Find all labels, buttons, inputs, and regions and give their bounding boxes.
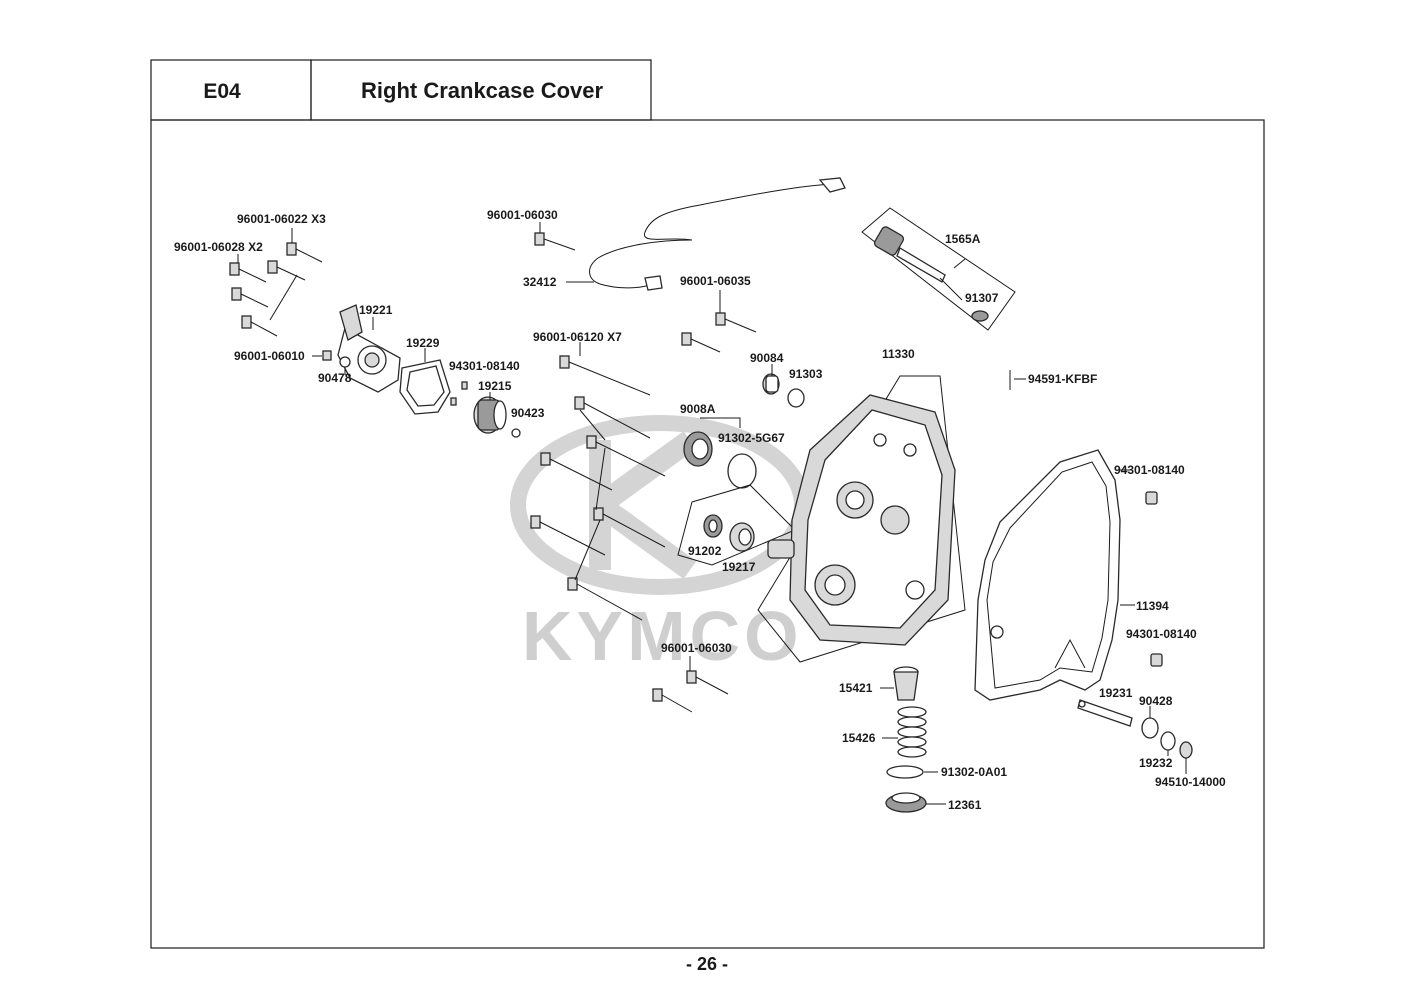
label-32412: 32412: [523, 275, 557, 289]
label-19215: 19215: [478, 379, 512, 393]
bolt-96001-06010: [322, 350, 332, 361]
label-94301-08140-c: 94301-08140: [1126, 627, 1197, 641]
label-11330: 11330: [882, 347, 915, 361]
clip-94510: [1179, 741, 1193, 759]
label-96001-06030-top: 96001-06030: [487, 208, 558, 222]
label-96001-06035: 96001-06035: [680, 274, 751, 288]
section-title: Right Crankcase Cover: [361, 78, 604, 103]
label-96001-06010: 96001-06010: [234, 349, 305, 363]
diagram-frame: [150, 119, 1265, 949]
kymco-watermark: KYMCO: [510, 415, 810, 675]
label-15426: 15426: [842, 731, 876, 745]
washer-19232: [1160, 731, 1176, 751]
label-19217: 19217: [722, 560, 756, 574]
bolts-96001-06120: [530, 342, 666, 621]
page-number: - 26 -: [686, 954, 728, 974]
label-90423: 90423: [511, 406, 545, 420]
strainer-15421: [880, 666, 919, 701]
bolt-96001-06030-top: [534, 222, 576, 251]
dowel-94301-a: [461, 381, 468, 390]
label-90084: 90084: [750, 351, 784, 365]
seal-group-box: [677, 484, 796, 566]
label-19231: 19231: [1099, 686, 1133, 700]
bolt-96001-06030-bottom: [652, 656, 729, 713]
dowel-94301-c: [1150, 653, 1163, 667]
label-12361: 12361: [948, 798, 982, 812]
label-94591-KFBF: 94591-KFBF: [1028, 372, 1097, 386]
dowel-94301-a2: [450, 397, 457, 406]
header: E04 Right Crankcase Cover: [150, 59, 652, 121]
oring-91303: [787, 388, 805, 408]
drain-plug-12361: [885, 792, 946, 813]
label-96001-06022: 96001-06022 X3: [237, 212, 326, 226]
washer-90423: [511, 428, 521, 438]
wire-harness-32412: [566, 177, 846, 291]
plug-90084: [762, 364, 780, 395]
label-9008A: 9008A: [680, 402, 716, 416]
label-94301-08140-b: 94301-08140: [1114, 463, 1185, 477]
shaft-19231: [1077, 699, 1133, 727]
bolt-96001-06035: [681, 290, 757, 353]
label-1565A: 1565A: [945, 232, 981, 246]
label-96001-06030-bottom: 96001-06030: [661, 641, 732, 655]
section-code: E04: [203, 80, 241, 103]
label-91307: 91307: [965, 291, 999, 305]
label-96001-06028: 96001-06028 X2: [174, 240, 263, 254]
label-94301-08140-a: 94301-08140: [449, 359, 520, 373]
crankcase-cover-11330: [757, 375, 966, 663]
label-94510-14000: 94510-14000: [1155, 775, 1226, 789]
label-90428: 90428: [1139, 694, 1173, 708]
spring-15426: [882, 706, 927, 758]
label-96001-06120: 96001-06120 X7: [533, 330, 622, 344]
seal-9008A: [683, 417, 741, 467]
gasket-11394: [974, 449, 1121, 701]
label-91303: 91303: [789, 367, 823, 381]
bolt-96001-06028: [229, 254, 269, 308]
label-91302-0A01: 91302-0A01: [941, 765, 1007, 779]
water-pump-cover-19221: [337, 304, 401, 393]
label-19232: 19232: [1139, 756, 1173, 770]
label-15421: 15421: [839, 681, 873, 695]
washer-90428: [1141, 717, 1159, 739]
gasket-19229: [399, 348, 451, 415]
impeller-19215: [473, 392, 507, 434]
oring-91302-0A01: [886, 765, 924, 779]
label-19221: 19221: [359, 303, 393, 317]
bolt-94591: [1009, 370, 1026, 390]
dowel-94301-b: [1145, 491, 1158, 505]
label-19229: 19229: [406, 336, 440, 350]
label-91302-5G67: 91302-5G67: [718, 431, 785, 445]
dipstick-1565A: [861, 207, 1016, 331]
watermark-text: KYMCO: [522, 597, 803, 675]
label-91202: 91202: [688, 544, 722, 558]
oring-91302-5G67: [727, 453, 757, 489]
part-labels: 96001-06022 X3 96001-06028 X2 96001-0601…: [174, 208, 1226, 812]
label-11394: 11394: [1136, 599, 1169, 613]
bolt-96001-06022: [241, 228, 323, 337]
label-90478: 90478: [318, 371, 352, 385]
